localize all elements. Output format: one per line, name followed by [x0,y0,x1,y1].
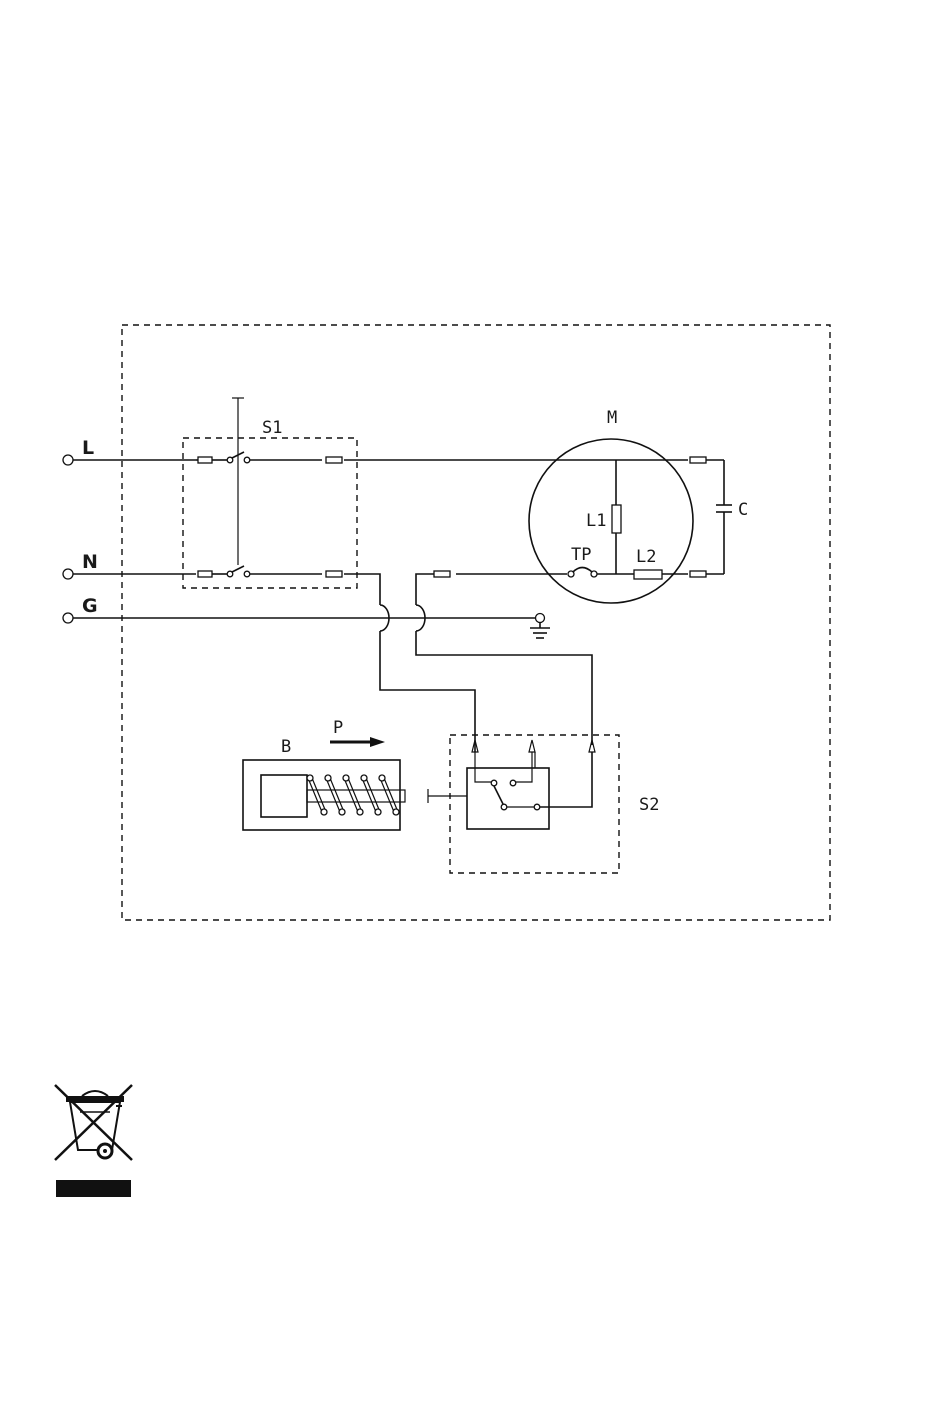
thermal-protector-label: TP [571,545,591,565]
microswitch-s2: S2 [428,735,659,873]
crossed-out-wheelie-bin-icon [55,1085,132,1197]
winding-l2-label: L2 [636,547,656,567]
solenoid-label: B [281,737,291,757]
terminal-ground-label: G [82,595,98,617]
capacitor-label: C [738,500,748,520]
pressure-arrow: P [330,718,385,747]
neutral-wire [73,574,475,752]
ground-wire [73,614,550,639]
motor-feed-wire [416,574,592,745]
main-switch-label: S1 [262,418,282,438]
terminal-line-label: L [82,437,94,459]
solenoid-coil [307,775,399,815]
motor-label: M [607,408,617,428]
enclosure-boundary [122,325,830,920]
winding-l1-label: L1 [586,511,606,531]
capacitor-c: C [716,460,748,574]
s2-connectors [472,740,595,768]
main-switch-s1: S1 [183,398,357,588]
solenoid-b: B [243,737,405,830]
pressure-arrow-label: P [333,718,343,738]
terminal-neutral-label: N [82,551,98,573]
microswitch-label: S2 [639,795,659,815]
